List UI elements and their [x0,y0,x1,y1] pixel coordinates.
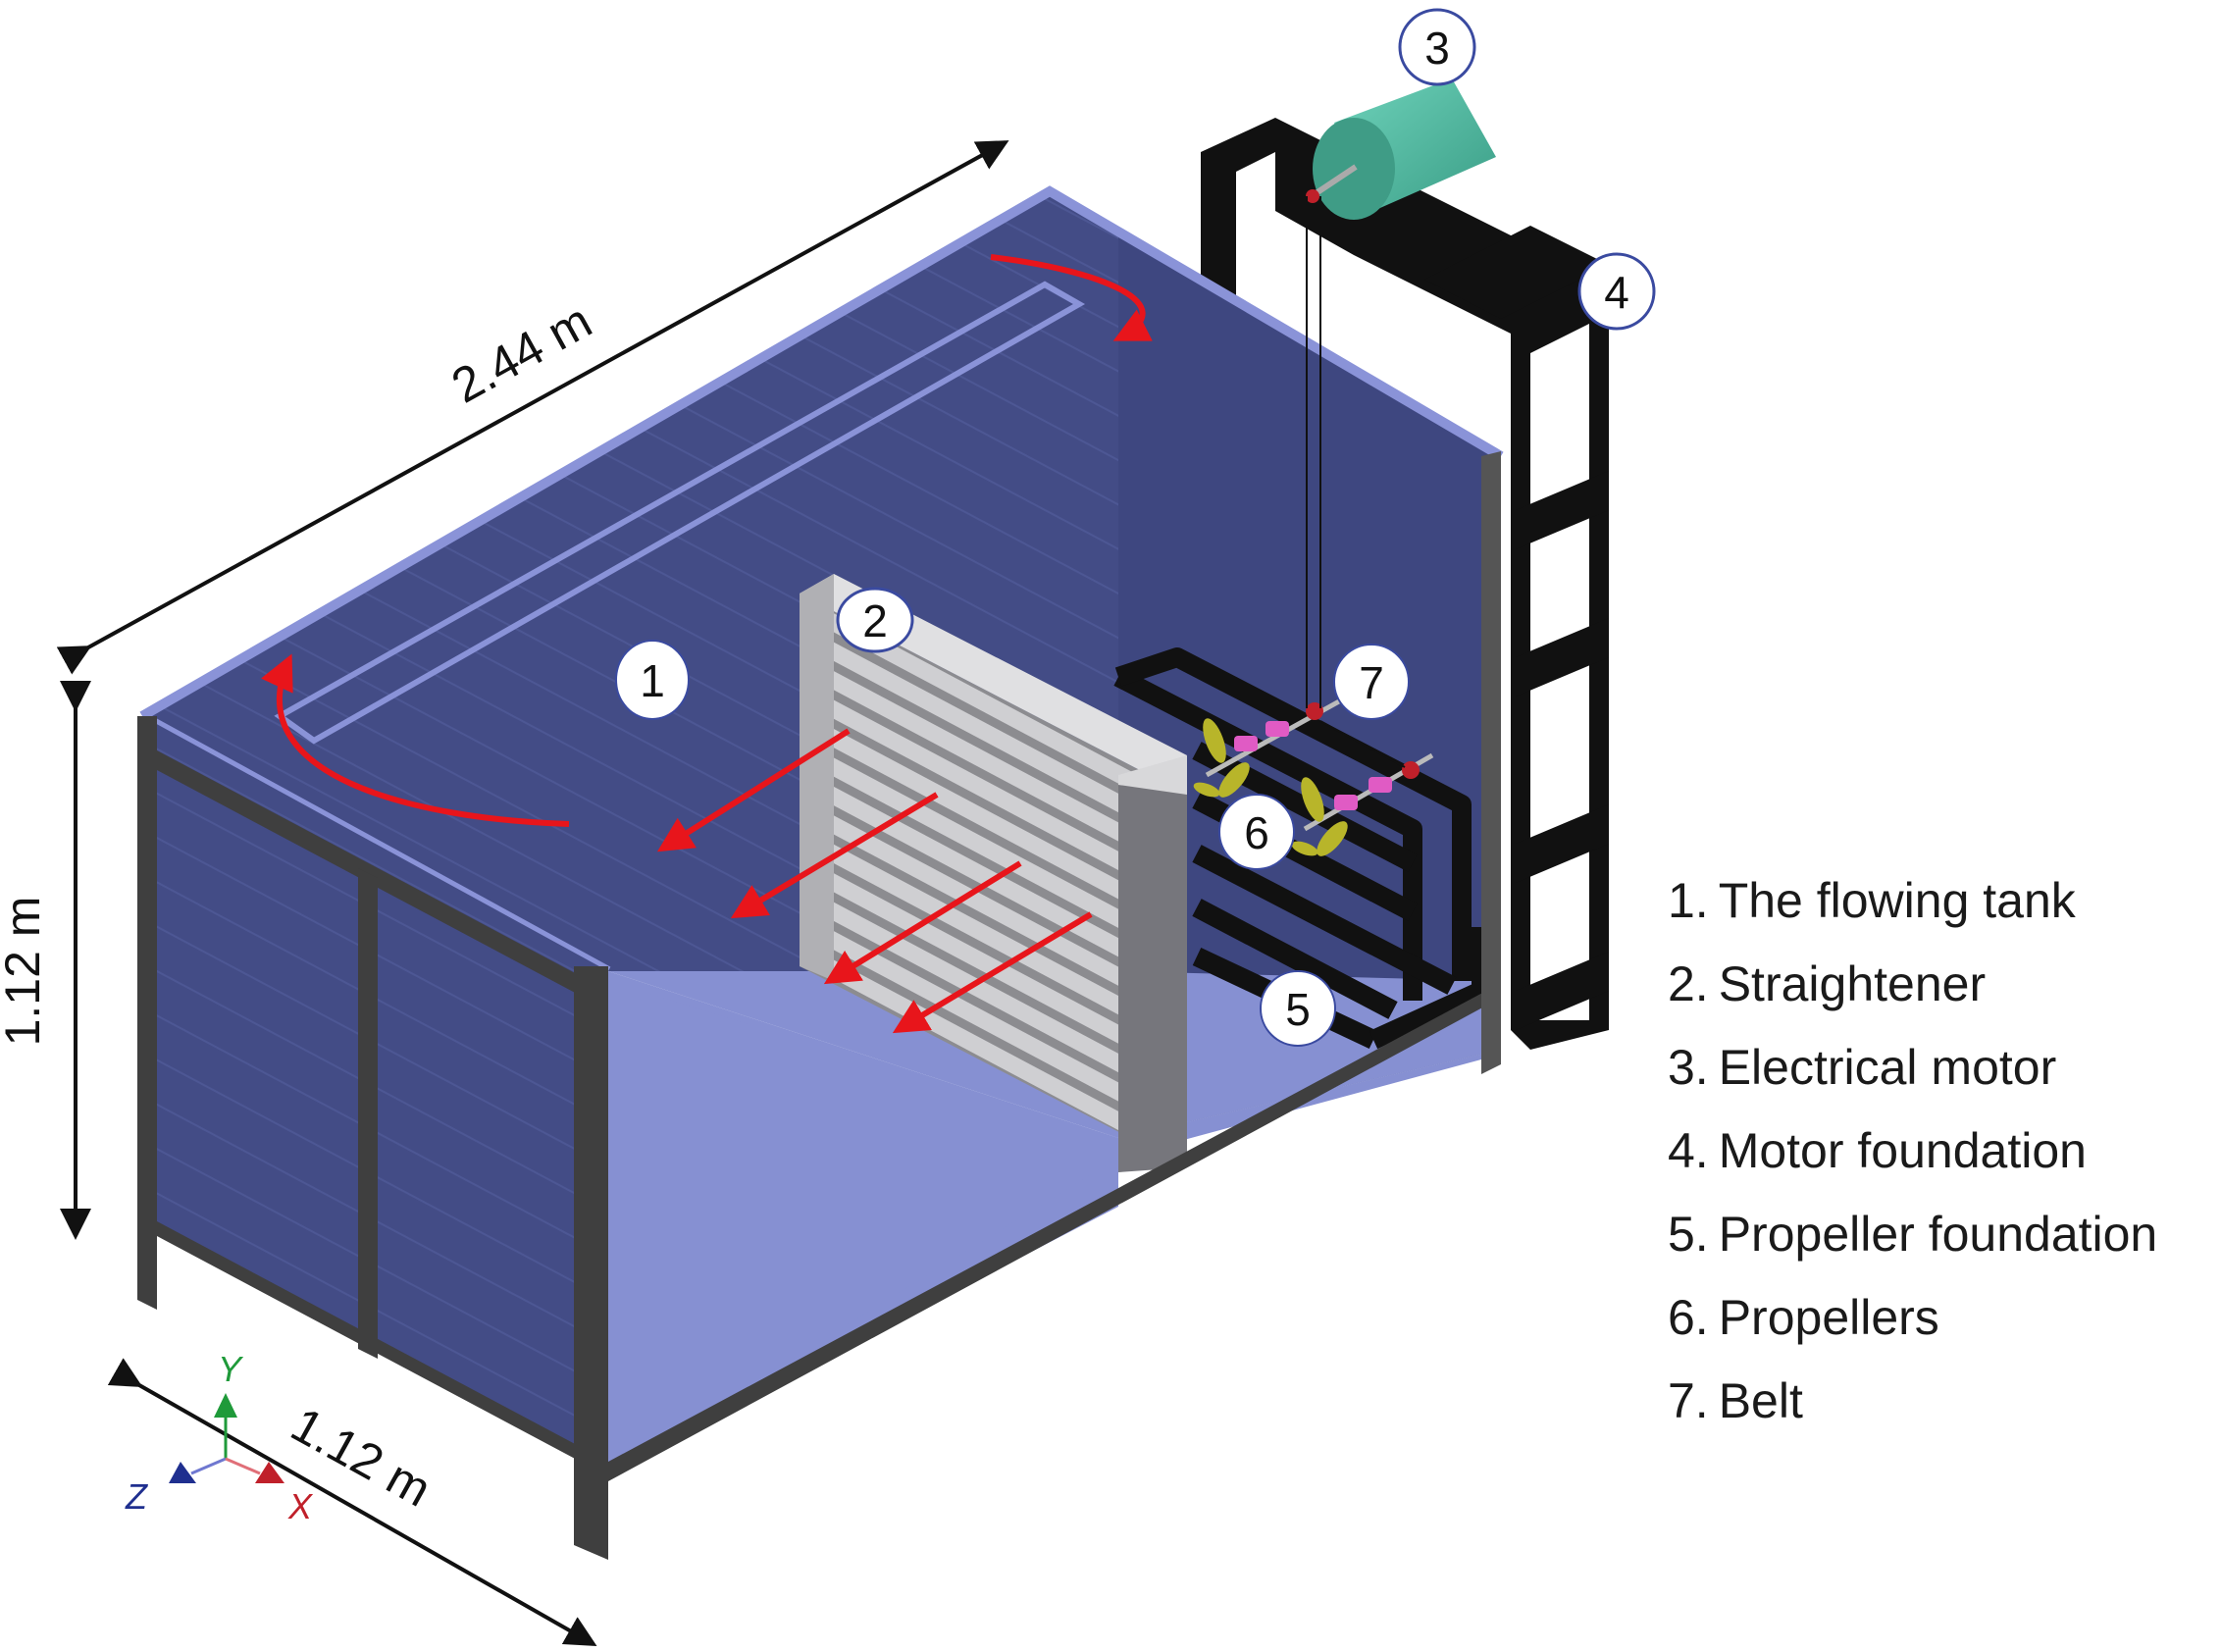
callout-1: 1 [615,640,690,720]
propeller-shafts [1193,698,1434,856]
coordinate-axes: Y Z X [125,1349,314,1526]
legend-label: Propeller foundation [1718,1207,2158,1262]
legend-number: 6. [1668,1290,1709,1345]
legend-item: 1.The flowing tank [1668,859,2157,943]
component-legend: 1.The flowing tank 2.Straightener 3.Elec… [1668,859,2157,1443]
y-axis-arrow-icon [214,1393,237,1418]
height-label: 1.12 m [0,897,50,1047]
legend-item: 3.Electrical motor [1668,1026,2157,1110]
svg-text:7: 7 [1359,657,1384,708]
legend-number: 4. [1668,1123,1709,1178]
legend-item: 4.Motor foundation [1668,1110,2157,1193]
legend-label: Motor foundation [1718,1123,2087,1178]
width-dimension-line [107,1358,597,1646]
callout-7: 7 [1333,644,1410,720]
axis-y-label: Y [218,1349,244,1389]
callout-2: 2 [836,587,914,653]
belt-pulley [1306,702,1323,720]
svg-text:3: 3 [1424,23,1450,74]
legend-item: 6.Propellers [1668,1276,2157,1360]
legend-number: 2. [1668,956,1709,1011]
z-axis-arrow-icon [169,1462,196,1483]
legend-number: 7. [1668,1373,1709,1428]
belt-pulley [1402,761,1420,779]
x-axis-arrow-icon [255,1462,284,1483]
legend-label: Belt [1718,1373,1803,1428]
dimension-lines [56,140,1009,1646]
tank-front-frame [137,451,1501,1560]
belt [1306,196,1406,768]
legend-number: 5. [1668,1207,1709,1262]
svg-text:2: 2 [862,595,888,646]
legend-item: 2.Straightener [1668,943,2157,1026]
legend-label: Electrical motor [1718,1040,2057,1095]
callout-4: 4 [1577,252,1656,331]
axis-x-label: X [287,1486,314,1526]
length-label: 2.44 m [442,293,600,414]
svg-text:5: 5 [1285,984,1311,1035]
svg-text:4: 4 [1604,267,1629,318]
electrical-motor [1306,78,1496,220]
legend-number: 1. [1668,873,1709,928]
svg-text:1: 1 [640,655,665,706]
legend-label: The flowing tank [1718,873,2076,928]
legend-label: Propellers [1718,1290,1939,1345]
flow-arrows [261,254,1153,1034]
legend-item: 7.Belt [1668,1360,2157,1443]
callout-5: 5 [1260,970,1336,1047]
length-dimension-line [56,140,1009,675]
callout-3: 3 [1398,8,1476,86]
legend-label: Straightener [1718,956,1987,1011]
legend-number: 3. [1668,1040,1709,1095]
legend-item: 5.Propeller foundation [1668,1193,2157,1276]
coupling [1234,721,1392,810]
axis-z-label: Z [125,1476,148,1517]
svg-text:6: 6 [1244,807,1269,858]
propeller-blade [1193,718,1348,856]
callout-6: 6 [1218,794,1295,870]
